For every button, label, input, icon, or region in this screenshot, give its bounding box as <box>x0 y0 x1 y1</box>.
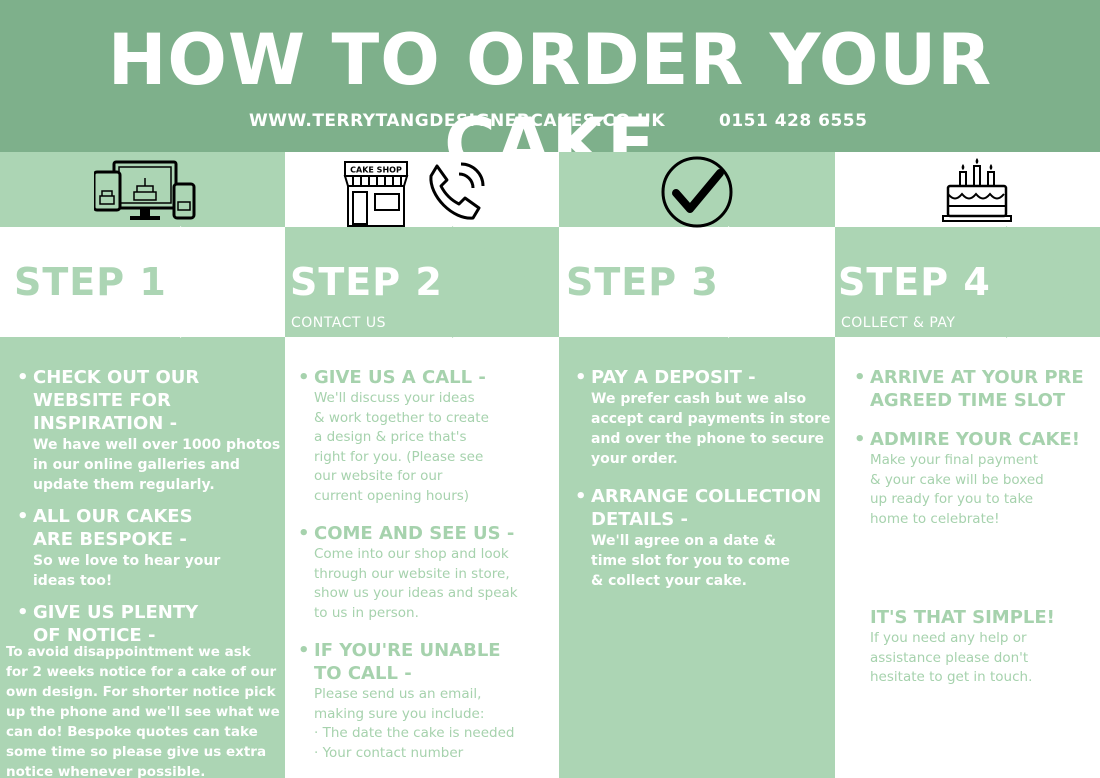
bullet-heading: ADMIRE YOUR CAKE! <box>854 428 1098 451</box>
bullet-text: We have well over 1000 photos in our onl… <box>33 437 281 493</box>
closing-message: IT'S THAT SIMPLE! If you need any help o… <box>854 606 1098 688</box>
header-banner: HOW TO ORDER YOUR CAKE WWW.TERRYTANGDESI… <box>0 0 1100 185</box>
step-1-arrow-icon <box>180 226 260 338</box>
bullet-heading: ARRANGE COLLECTION DETAILS - <box>575 485 833 531</box>
bullet-text: We'll agree on a date & time slot for yo… <box>591 533 791 589</box>
website-link[interactable]: WWW.TERRYTANGDESIGNERCAKES.CO.UK <box>249 111 665 131</box>
bullet-text: Make your final payment & your cake will… <box>870 452 1044 527</box>
step-4-subtitle: COLLECT & PAY <box>841 315 956 331</box>
birthday-cake-icon <box>942 158 1012 222</box>
page-title: HOW TO ORDER YOUR CAKE <box>107 19 993 185</box>
step-2-arrow-icon <box>452 226 532 338</box>
closing-heading: IT'S THAT SIMPLE! <box>870 607 1055 628</box>
step-4-bullets: ARRIVE AT YOUR PRE AGREED TIME SLOT ADMI… <box>854 366 1098 529</box>
bullet-text: We'll discuss your ideas & work together… <box>314 390 489 504</box>
step-3-subtitle: FINALISE ORDER <box>566 315 704 331</box>
bullet-heading: ARRIVE AT YOUR PRE AGREED TIME SLOT <box>854 366 1098 412</box>
bullet-text: We prefer cash but we also accept card p… <box>591 391 831 467</box>
devices-icon <box>94 160 196 220</box>
step-1-title: STEP 1 <box>14 260 167 304</box>
phone-icon <box>429 162 485 220</box>
step-2-bullets: GIVE US A CALL - We'll discuss your idea… <box>298 366 556 763</box>
step-3-bullets: PAY A DEPOSIT - We prefer cash but we al… <box>575 366 833 591</box>
phone-number[interactable]: 0151 428 6555 <box>719 111 868 131</box>
step-3-arrow-icon <box>728 226 808 338</box>
closing-text: If you need any help or assistance pleas… <box>870 630 1033 685</box>
step-2-subtitle: CONTACT US <box>291 315 386 331</box>
bullet-heading: PAY A DEPOSIT - <box>575 366 833 389</box>
bullet-heading: COME AND SEE US - <box>298 522 556 545</box>
step-3-title: STEP 3 <box>566 260 719 304</box>
notice-text: To avoid disappointment we ask for 2 wee… <box>6 644 280 778</box>
cake-shop-icon: CAKE SHOP <box>343 161 409 227</box>
step-4-title: STEP 4 <box>838 260 991 304</box>
step-4-arrow-icon <box>1006 226 1086 338</box>
step-1-bullets: CHECK OUT OUR WEBSITE FOR INSPIRATION - … <box>17 366 283 647</box>
bullet-heading: GIVE US A CALL - <box>298 366 556 389</box>
bullet-heading: GIVE US PLENTY OF NOTICE - <box>17 601 283 647</box>
bullet-heading: CHECK OUT OUR WEBSITE FOR INSPIRATION - <box>17 366 283 435</box>
step-1-subtitle: CHOOSE YOUR CAKE <box>14 315 183 331</box>
shop-sign-text: CAKE SHOP <box>350 166 402 175</box>
step-2-title: STEP 2 <box>290 260 443 304</box>
bullet-heading: ALL OUR CAKES ARE BESPOKE - <box>17 505 283 551</box>
bullet-text: Come into our shop and look through our … <box>314 546 518 621</box>
checkmark-icon <box>661 156 733 228</box>
bullet-heading: IF YOU'RE UNABLE TO CALL - <box>298 639 556 685</box>
bullet-text: So we love to hear your ideas too! <box>33 553 221 589</box>
bullet-text: Please send us an email, making sure you… <box>314 686 515 761</box>
